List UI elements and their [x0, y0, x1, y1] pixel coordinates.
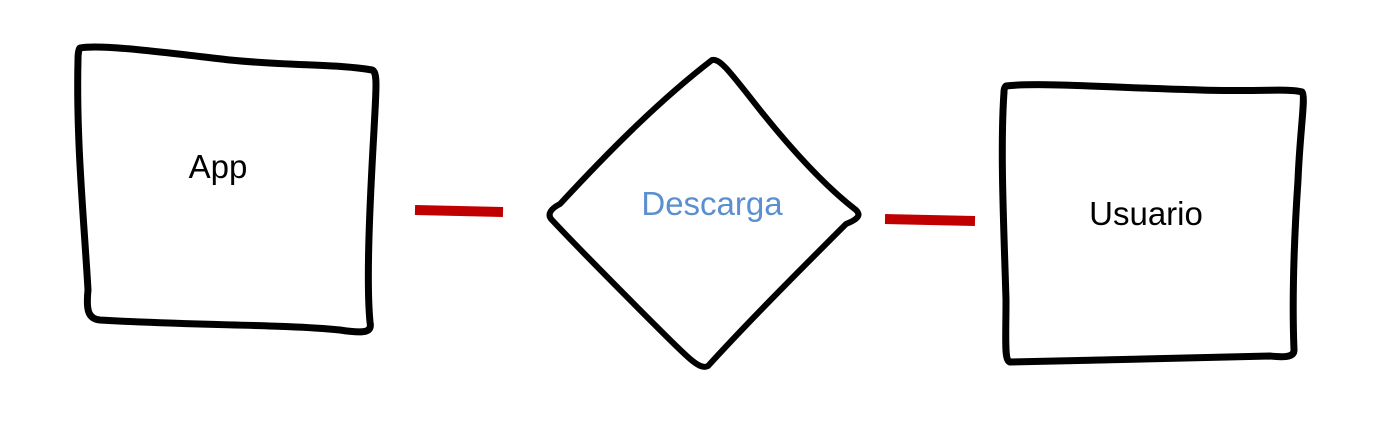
node-app-label: App	[189, 148, 248, 185]
node-usuario: Usuario	[998, 81, 1307, 366]
node-app-shape	[74, 43, 380, 336]
node-app: App	[74, 43, 380, 336]
node-descarga-label: Descarga	[641, 185, 783, 222]
node-usuario-shape	[998, 81, 1307, 366]
connector-app-descarga	[414, 205, 504, 217]
node-descarga-shape	[546, 56, 862, 370]
node-descarga: Descarga	[546, 56, 862, 370]
node-usuario-label: Usuario	[1089, 195, 1203, 232]
connector-descarga-usuario	[884, 214, 976, 226]
